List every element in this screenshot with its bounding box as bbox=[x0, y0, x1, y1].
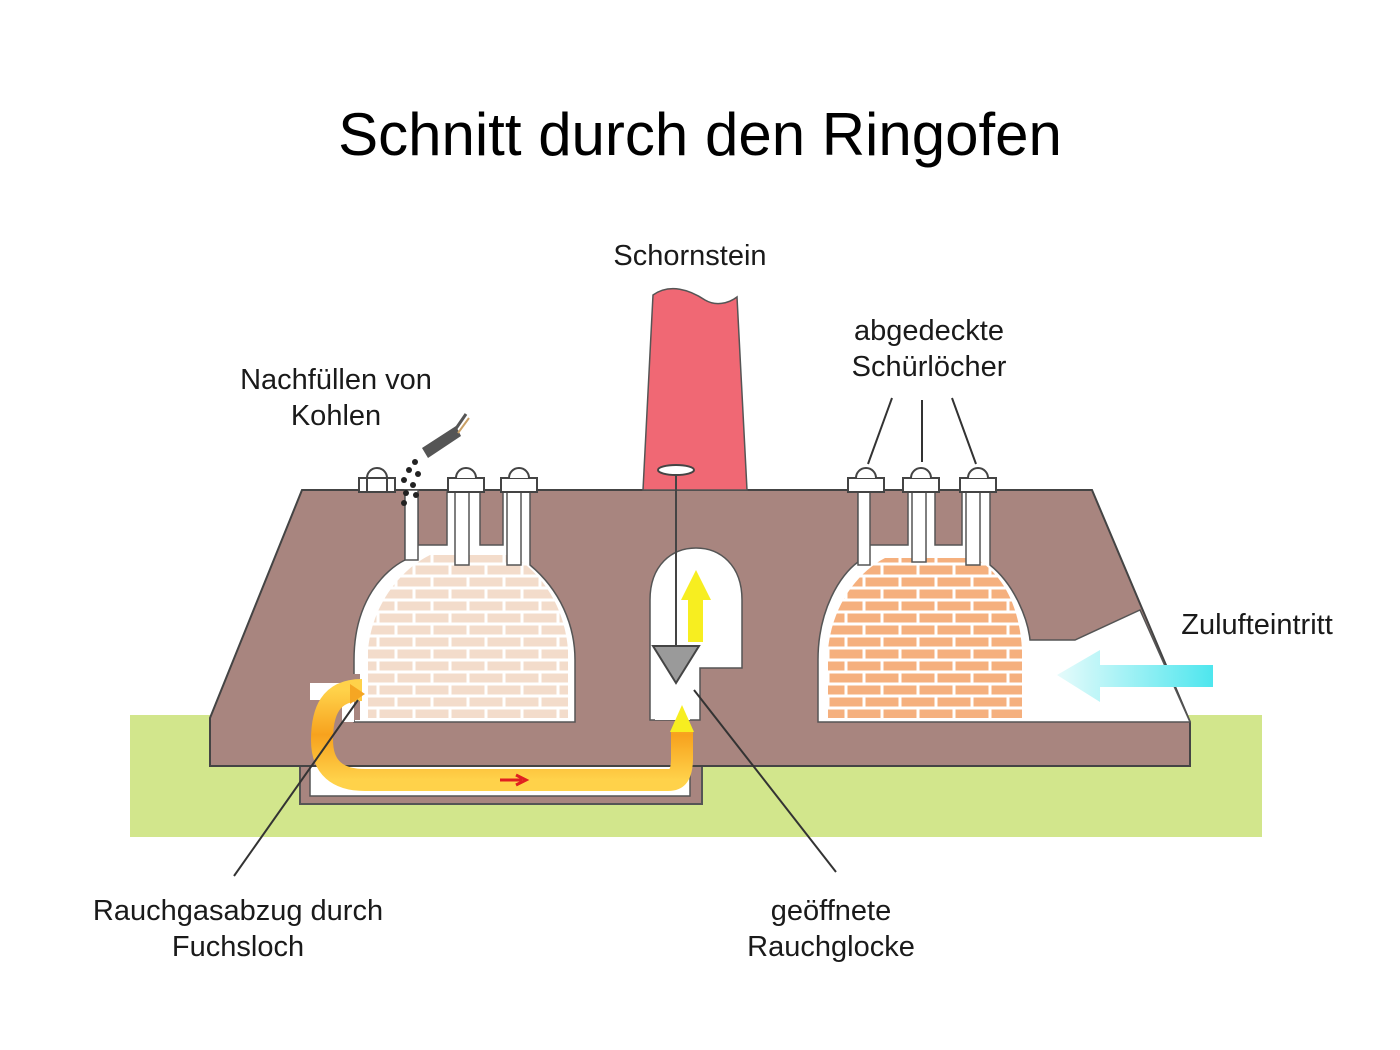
page-title: Schnitt durch den Ringofen bbox=[338, 101, 1062, 168]
flow-direction-arrow bbox=[500, 773, 530, 787]
label-covered-line1: abgedeckte bbox=[854, 315, 1004, 347]
smoke-bell bbox=[651, 464, 701, 685]
label-flue-line2: Fuchsloch bbox=[172, 931, 304, 963]
right-brick-stack bbox=[828, 558, 1022, 718]
label-flue-line1: Rauchgasabzug durch bbox=[93, 895, 383, 927]
air-inlet-arrow bbox=[1057, 650, 1213, 702]
leader-lines bbox=[233, 397, 977, 877]
label-bell-line2: Rauchglocke bbox=[747, 931, 915, 963]
falling-coal bbox=[401, 459, 421, 506]
label-covered-line2: Schürlöcher bbox=[852, 351, 1007, 383]
label-refill-line1: Nachfüllen von bbox=[240, 364, 432, 396]
label-bell-line1: geöffnete bbox=[771, 895, 891, 927]
stoke-hole-covers bbox=[358, 467, 997, 493]
coal-shovel-icon bbox=[422, 413, 470, 458]
stoke-shafts bbox=[404, 489, 981, 566]
label-air-inlet: Zulufteintritt bbox=[1181, 609, 1333, 641]
label-chimney: Schornstein bbox=[613, 240, 766, 272]
left-brick-stack bbox=[368, 555, 568, 718]
rising-gas-arrow bbox=[681, 570, 711, 642]
chimney bbox=[642, 287, 748, 491]
label-refill-line2: Kohlen bbox=[291, 400, 381, 432]
flue-gas-flow bbox=[310, 679, 693, 791]
